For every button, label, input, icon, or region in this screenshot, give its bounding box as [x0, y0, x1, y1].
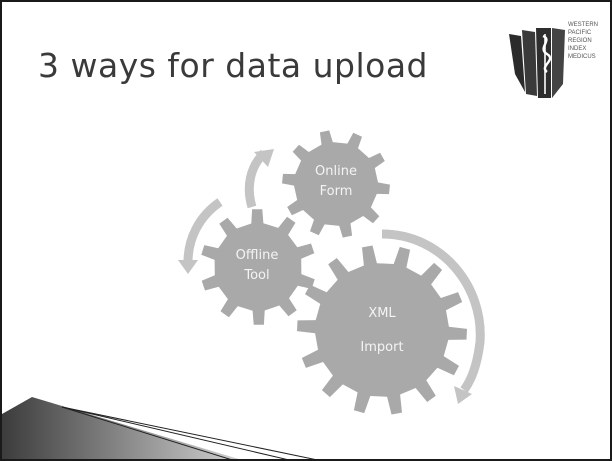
gear-online-form: [282, 130, 390, 238]
gear-label-xml-import: XML Import: [360, 306, 404, 355]
wprim-logo-icon: [509, 28, 565, 98]
slide-title: 3 ways for data upload: [38, 46, 428, 85]
logo-text: WESTERN PACIFIC REGION INDEX MEDICUS: [568, 22, 598, 60]
gear-label-offline-tool: Offline Tool: [235, 248, 279, 283]
decorative-wedge: [2, 397, 316, 459]
cycle-arrow-top: [244, 149, 274, 209]
gear-xml-import: [297, 245, 467, 415]
cycle-arrow-left: [178, 198, 223, 274]
cycle-arrow-right: [381, 229, 485, 404]
gear-offline-tool: [201, 209, 315, 325]
gear-label-online-form: Online Form: [315, 164, 357, 199]
